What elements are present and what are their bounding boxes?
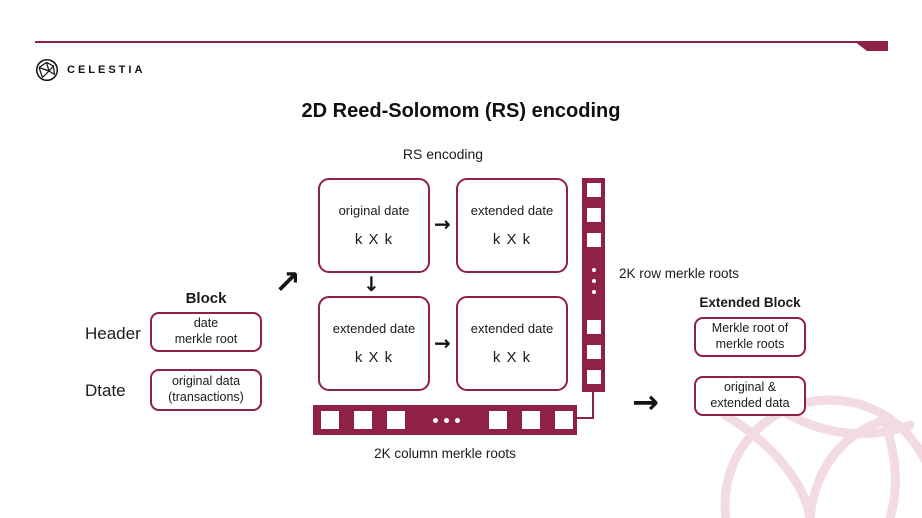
column-merkle-label: 2K column merkle roots xyxy=(374,446,516,461)
row-merkle-bar xyxy=(582,178,605,392)
merkle-square xyxy=(321,411,339,429)
merkle-square xyxy=(354,411,372,429)
horizontal-ellipsis-dot xyxy=(433,418,438,423)
header-label: Header xyxy=(85,324,141,343)
original-extended-box-line2: extended data xyxy=(710,396,790,410)
merkle-square xyxy=(522,411,540,429)
bar-connector-vertical xyxy=(592,392,594,419)
merkle-square xyxy=(586,320,601,334)
horizontal-ellipsis-dot xyxy=(444,418,449,423)
merkle-square xyxy=(586,183,601,197)
merkle-root-box-line2: merkle roots xyxy=(715,337,785,351)
slide-title: 2D Reed-Solomom (RS) encoding xyxy=(301,100,621,122)
original-extended-box: original & extended data xyxy=(694,376,806,416)
merkle-square xyxy=(555,411,573,429)
vertical-ellipsis-dot xyxy=(591,279,596,283)
grid-box-extended-bottom-right: extended date k X k xyxy=(456,296,568,391)
grid-box-extended-bottom-left: extended date k X k xyxy=(318,296,430,391)
grid-box-label: original date xyxy=(338,203,410,218)
extended-block-heading: Extended Block xyxy=(699,295,801,310)
data-box-line2: (transactions) xyxy=(168,390,244,404)
header-box-line1: date xyxy=(193,316,219,331)
data-label: Dtate xyxy=(85,381,126,400)
merkle-square xyxy=(387,411,405,429)
celestia-logo-icon xyxy=(35,58,59,82)
vertical-ellipsis-dot xyxy=(591,290,596,294)
vertical-ellipsis-dot xyxy=(591,268,596,272)
merkle-square xyxy=(489,411,507,429)
top-rule-tab xyxy=(854,41,888,51)
arrow-right-icon: → xyxy=(434,331,451,355)
merkle-square xyxy=(586,233,601,247)
arrow-right-icon: → xyxy=(434,212,451,236)
column-merkle-bar xyxy=(313,405,577,435)
rs-encoding-label: RS encoding xyxy=(402,146,484,162)
original-extended-box-line1: original & xyxy=(723,380,777,395)
grid-box-original-data: original date k X k xyxy=(318,178,430,273)
arrow-up-right-icon: ↗ xyxy=(274,263,301,301)
horizontal-ellipsis-dot xyxy=(455,418,460,423)
grid-box-dimension: k X k xyxy=(354,349,394,366)
arrow-right-icon: → xyxy=(632,383,659,421)
grid-box-label: extended date xyxy=(470,321,554,336)
merkle-root-box: Merkle root of merkle roots xyxy=(694,317,806,357)
merkle-square xyxy=(586,345,601,359)
header-box: date merkle root xyxy=(150,312,262,352)
arrow-down-icon: ↓ xyxy=(363,272,380,296)
grid-box-label: extended date xyxy=(470,203,554,218)
grid-box-dimension: k X k xyxy=(492,231,532,248)
data-box-line1: original data xyxy=(171,374,241,389)
celestia-logo: CELESTIA xyxy=(35,58,145,82)
grid-box-dimension: k X k xyxy=(354,231,394,248)
top-rule xyxy=(35,41,868,43)
merkle-square xyxy=(586,208,601,222)
header-box-line2: merkle root xyxy=(174,332,238,346)
celestia-logo-text: CELESTIA xyxy=(67,64,146,76)
block-heading: Block xyxy=(185,290,227,307)
row-merkle-label: 2K row merkle roots xyxy=(619,266,740,281)
grid-box-dimension: k X k xyxy=(492,349,532,366)
bar-connector-horizontal xyxy=(577,417,594,419)
data-box: original data (transactions) xyxy=(150,369,262,411)
merkle-square xyxy=(586,370,601,384)
grid-box-extended-top-right: extended date k X k xyxy=(456,178,568,273)
grid-box-label: extended date xyxy=(332,321,416,336)
merkle-root-box-line1: Merkle root of xyxy=(711,321,789,336)
